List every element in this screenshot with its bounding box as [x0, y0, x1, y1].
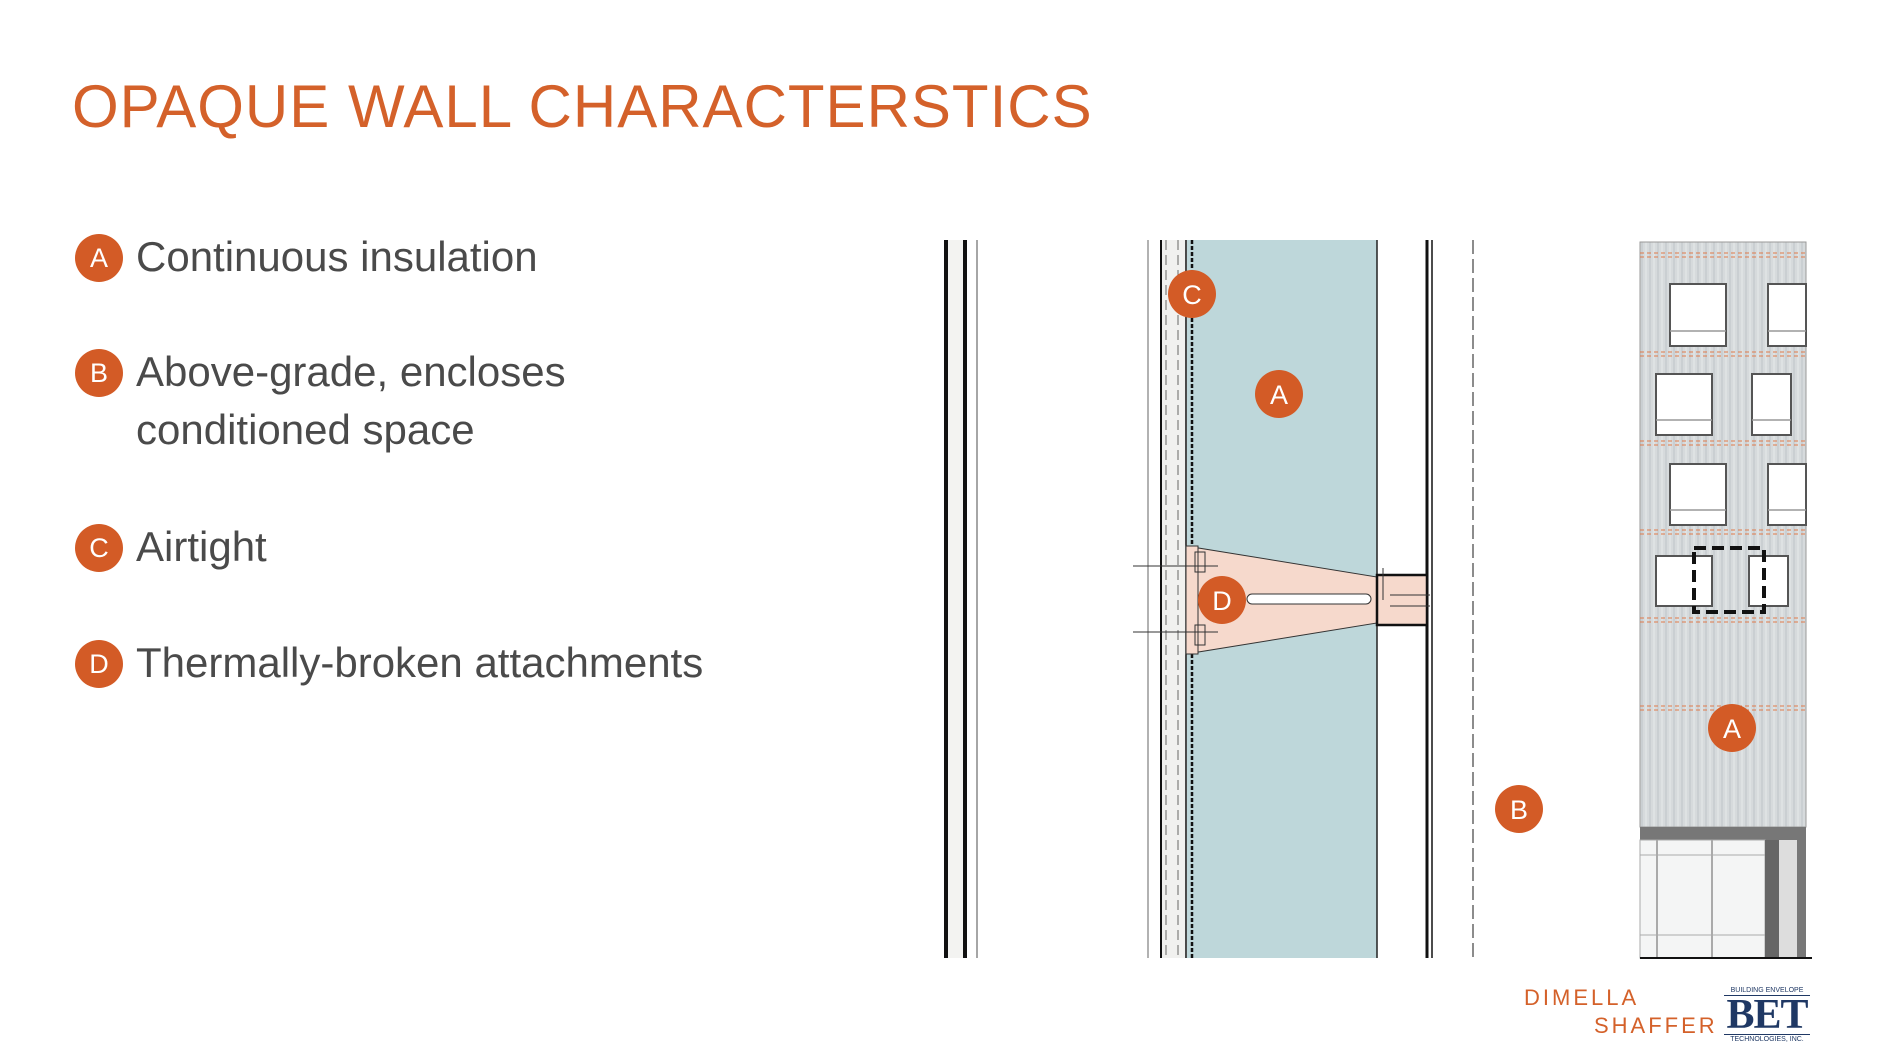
list-item-a: A Continuous insulation	[75, 233, 538, 286]
callout-d-label: D	[1212, 586, 1232, 616]
callout-elevation-a	[1708, 704, 1756, 752]
bet-logo-top: BUILDING ENVELOPE	[1724, 986, 1810, 996]
list-item-b: B Above-grade, encloses conditioned spac…	[75, 348, 656, 459]
item-text: Continuous insulation	[136, 233, 538, 280]
badge-a: A	[75, 234, 123, 282]
thermally-broken-bracket	[1133, 545, 1430, 655]
callout-a-label: A	[1270, 380, 1288, 410]
callout-c	[1168, 270, 1216, 318]
dimella-shaffer-logo: DIMELLA SHAFFER	[1524, 984, 1718, 1040]
callout-b-label: B	[1510, 795, 1528, 825]
list-item-c: C Airtight	[75, 523, 267, 576]
bet-logo-bottom: TECHNOLOGIES, INC.	[1724, 1034, 1810, 1044]
badge-b: B	[75, 349, 123, 397]
callout-d	[1198, 576, 1246, 624]
callout-a	[1255, 370, 1303, 418]
badge-c: C	[75, 524, 123, 572]
bet-logo-main: BET	[1726, 992, 1808, 1038]
page-title: OPAQUE WALL CHARACTERSTICS	[72, 73, 1093, 140]
item-text: Above-grade, encloses conditioned space	[136, 348, 566, 453]
callout-c-label: C	[1182, 280, 1202, 310]
badge-d: D	[75, 640, 123, 688]
list-item-d: D Thermally-broken attachments	[75, 639, 703, 692]
item-text: Thermally-broken attachments	[136, 639, 704, 686]
interior-wall	[944, 240, 978, 958]
bet-logo: BUILDING ENVELOPE BET TECHNOLOGIES, INC.	[1724, 986, 1810, 1044]
cladding	[1425, 240, 1474, 958]
logo-line-2: SHAFFER	[1594, 1013, 1718, 1038]
callout-elevation-a-label: A	[1723, 714, 1741, 744]
logo-line-1: DIMELLA	[1524, 985, 1640, 1010]
sheathing-air-barrier	[1147, 240, 1187, 958]
item-text: Airtight	[136, 523, 267, 570]
callout-b	[1495, 785, 1543, 833]
building-elevation	[1639, 241, 1812, 959]
